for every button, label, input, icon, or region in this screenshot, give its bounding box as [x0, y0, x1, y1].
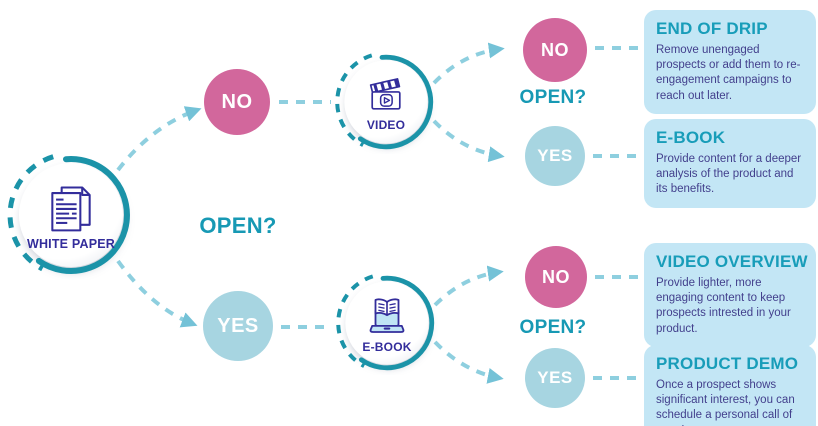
video-label: VIDEO: [366, 117, 406, 132]
open-question-video: OPEN?: [519, 87, 587, 108]
laptop-book-icon: [369, 297, 405, 333]
outcome-card-ebook: E-BOOK Provide content for a deeper anal…: [644, 119, 816, 208]
open-question-ebook: OPEN?: [519, 317, 587, 338]
branch-no-root: NO: [204, 69, 270, 135]
outcome-body: Once a prospect shows significant intere…: [656, 379, 795, 426]
outcome-body: Provide lighter, more engaging content t…: [656, 277, 791, 335]
outcome-card-end-of-drip: END OF DRIP Remove unengaged prospects o…: [644, 10, 816, 114]
ebook-label: E-BOOK: [362, 339, 412, 354]
outcome-body: Provide content for a deeper analysis of…: [656, 153, 802, 196]
clapperboard-icon: [369, 77, 401, 110]
branch-yes-video: YES: [525, 126, 585, 186]
branch-yes-ebook: YES: [525, 348, 585, 408]
outcome-title: PRODUCT DEMO: [656, 354, 799, 373]
video-node: VIDEO: [334, 50, 438, 154]
outcome-body: Remove unengaged prospects or add them t…: [656, 44, 801, 102]
outcome-title: E-BOOK: [656, 128, 726, 147]
open-question-root: OPEN?: [199, 213, 277, 238]
outcome-card-video-overview: VIDEO OVERVIEW Provide lighter, more eng…: [644, 243, 816, 347]
white-paper-node: WHITE PAPER: [6, 150, 136, 280]
branch-no-video: NO: [523, 18, 587, 82]
outcome-title: END OF DRIP: [656, 19, 768, 38]
branch-no-ebook: NO: [525, 246, 587, 308]
ebook-node: E-BOOK: [335, 271, 439, 375]
white-paper-label: WHITE PAPER: [26, 236, 116, 251]
outcome-card-product-demo: PRODUCT DEMO Once a prospect shows signi…: [644, 345, 816, 426]
branch-yes-root: YES: [203, 291, 273, 361]
outcome-title: VIDEO OVERVIEW: [656, 252, 808, 271]
document-icon: [51, 185, 91, 231]
